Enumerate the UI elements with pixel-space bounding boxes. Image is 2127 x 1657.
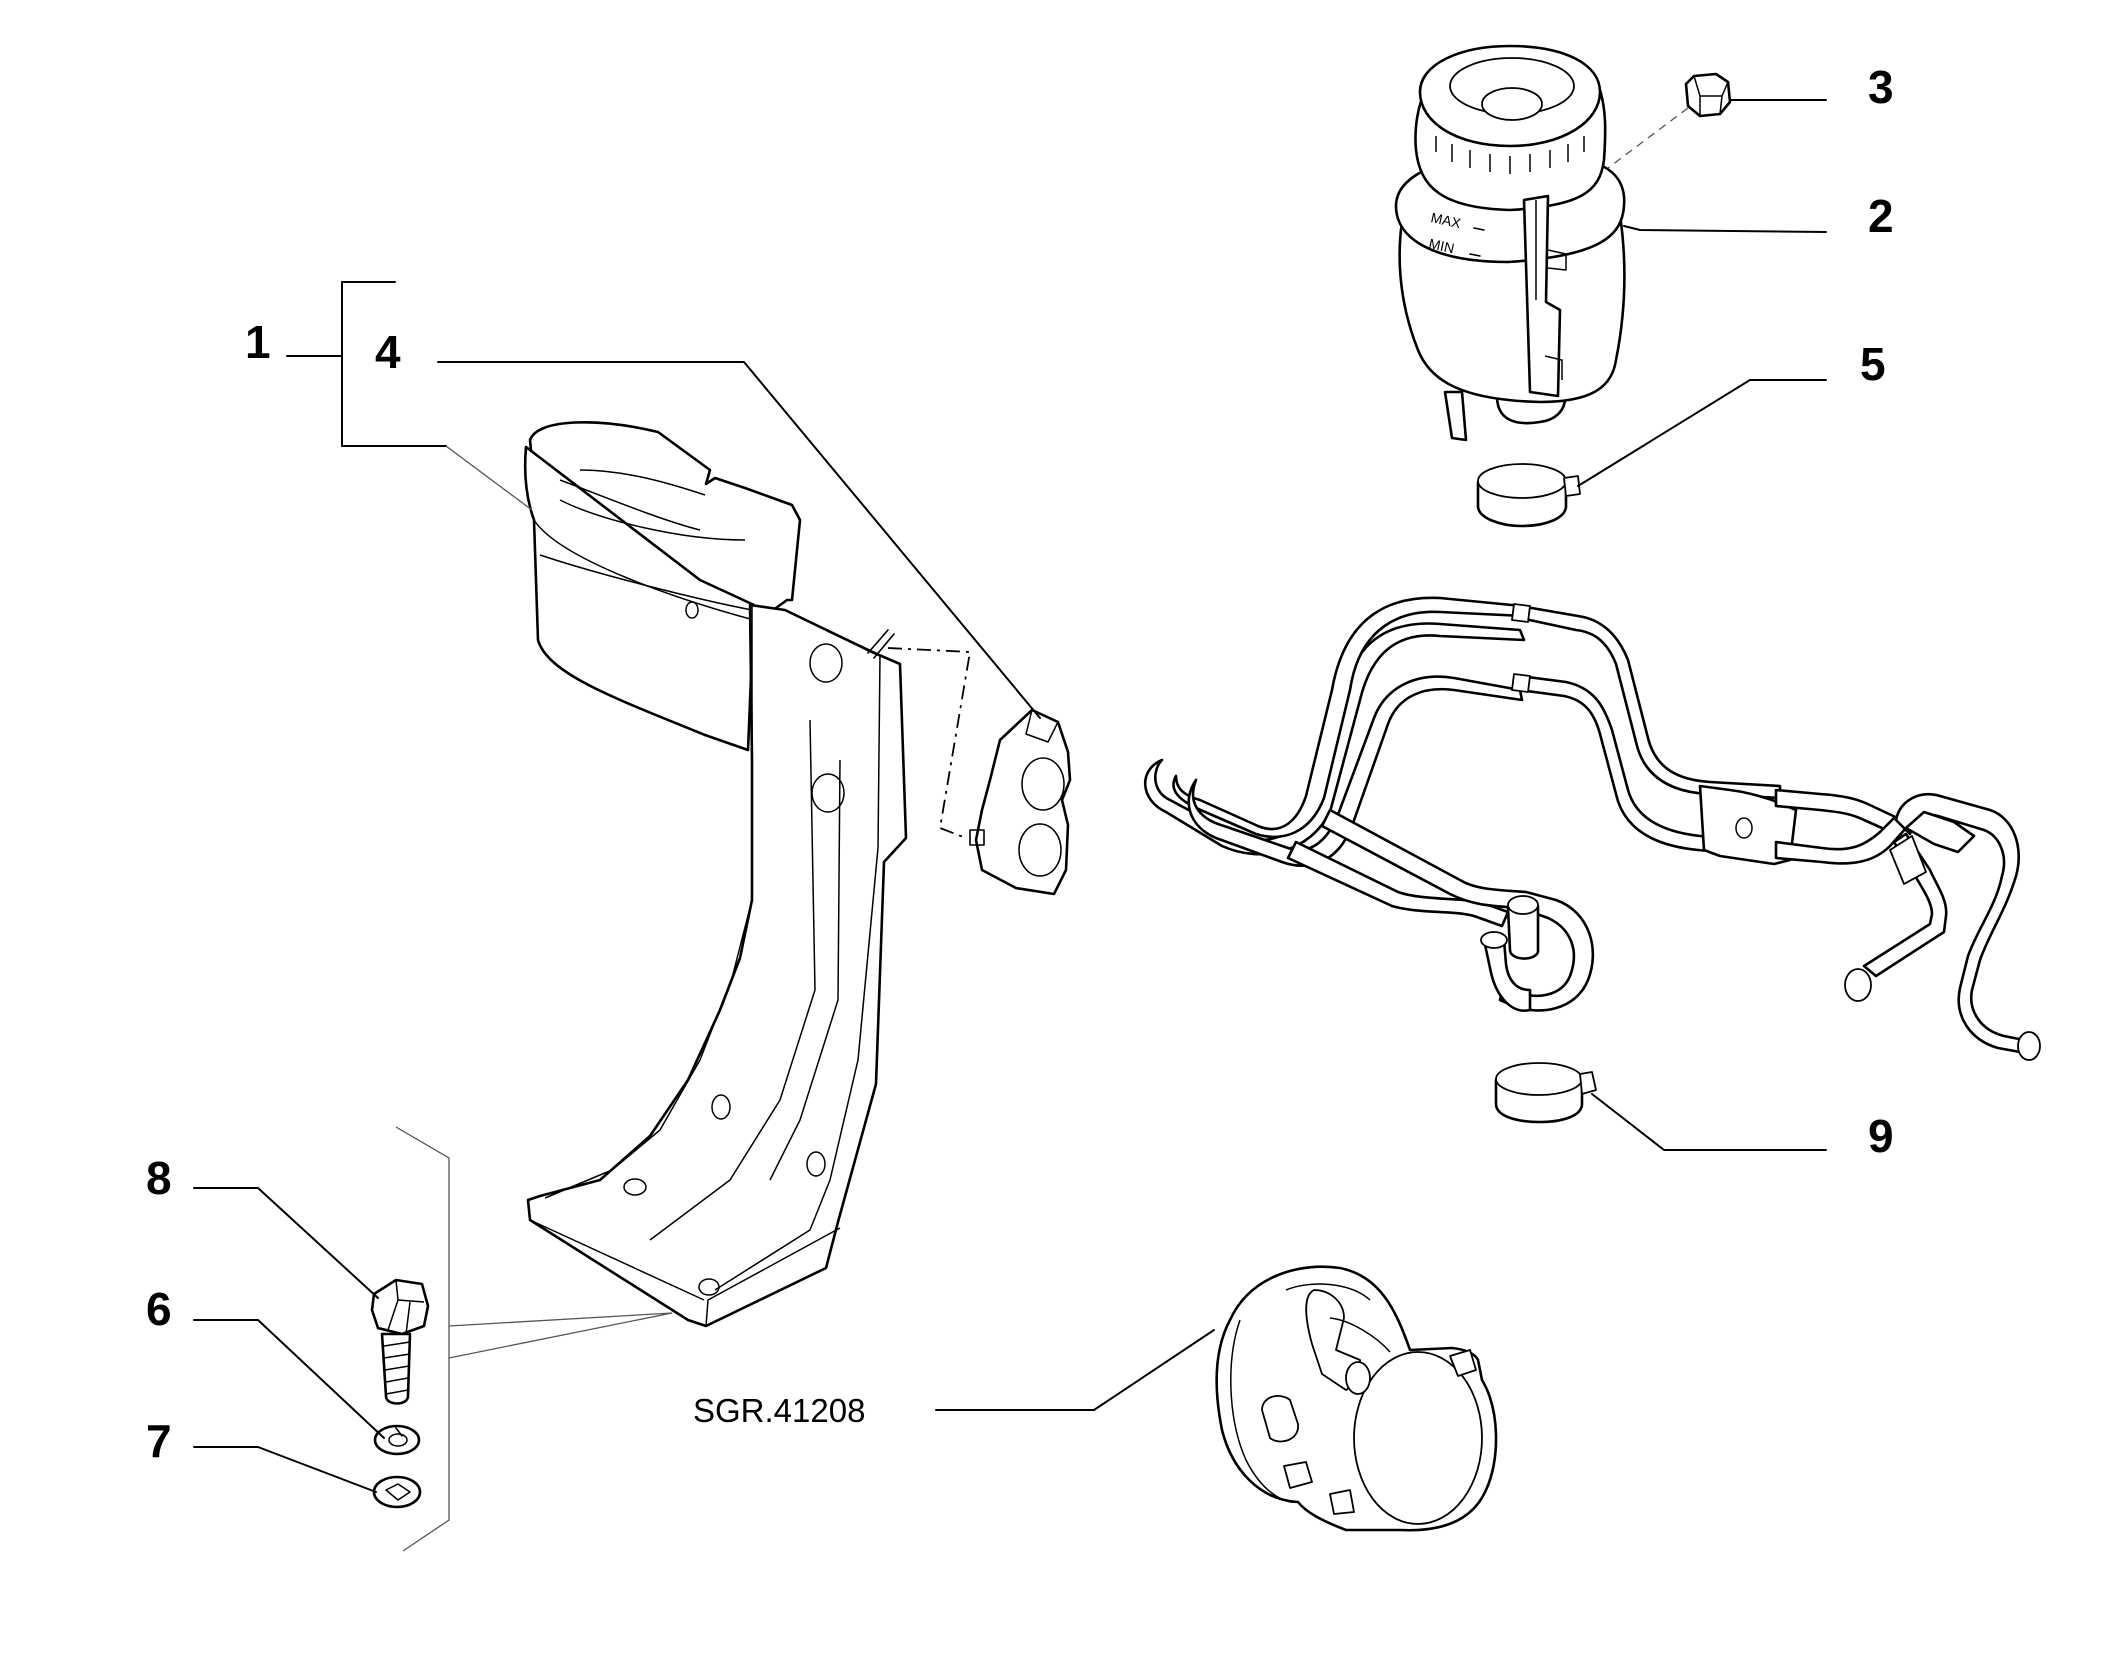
callout-1: 1 — [245, 316, 271, 368]
min-mark: MIN — [1427, 235, 1455, 256]
callout-8: 8 — [146, 1152, 172, 1204]
hose-clip-part-5 — [1476, 463, 1581, 528]
flat-washer-part-7 — [372, 1475, 422, 1509]
pipe-assembly — [1143, 596, 2041, 1061]
callout-2: 2 — [1868, 190, 1894, 242]
reference-code: SGR.41208 — [693, 1392, 865, 1429]
hose-clip-part-9 — [1494, 1062, 1597, 1124]
bolt-part-8 — [370, 1278, 430, 1405]
callout-labels: 1 2 3 4 5 6 7 8 9 SGR.41208 — [146, 61, 1894, 1467]
assembly-line-clamp — [887, 647, 972, 839]
callout-3: 3 — [1868, 61, 1894, 113]
callout-9: 9 — [1868, 1110, 1894, 1162]
nut-part-3 — [1607, 72, 1732, 169]
power-steering-pump — [1215, 1265, 1498, 1532]
pipe-clamp-part-4 — [969, 708, 1072, 896]
ref-frame-lines — [395, 1126, 673, 1552]
fluid-reservoir-part-2: MAX MIN — [1394, 44, 1626, 442]
bracket-part-1 — [523, 421, 908, 1328]
callout-7: 7 — [146, 1415, 172, 1467]
callout-5: 5 — [1860, 338, 1886, 390]
leader-lines — [193, 99, 1827, 1493]
spring-washer-part-6 — [373, 1424, 421, 1456]
callout-6: 6 — [146, 1283, 172, 1335]
callout-4: 4 — [375, 326, 401, 378]
max-mark: MAX — [1429, 209, 1463, 231]
